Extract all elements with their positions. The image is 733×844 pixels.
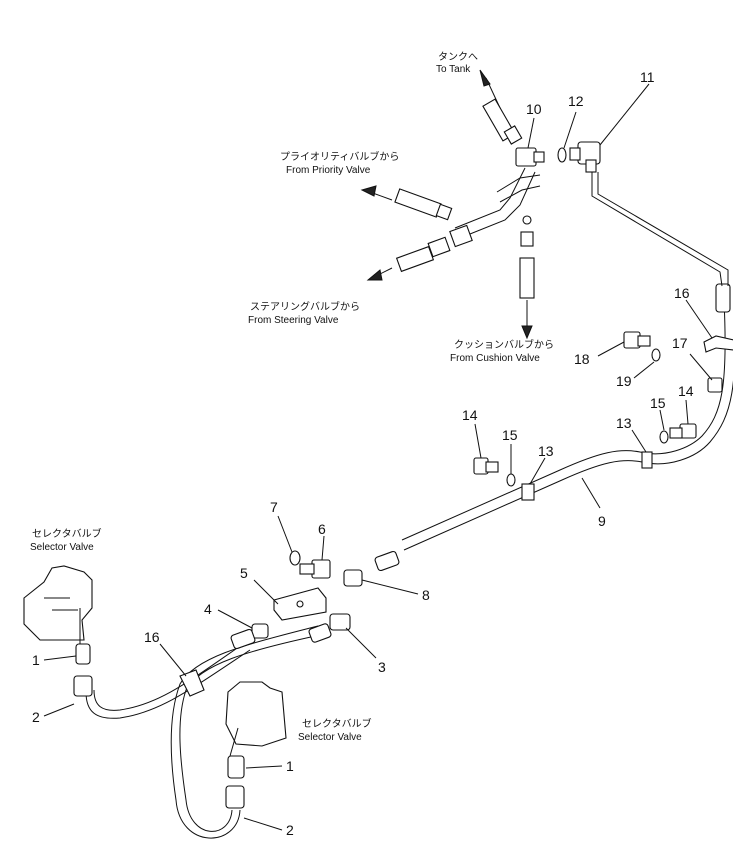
- o-ring-12: [557, 147, 567, 163]
- steering-label-jp: ステアリングバルブから: [250, 300, 360, 313]
- callout-11: 11: [640, 69, 655, 85]
- hose-9-end: [374, 550, 400, 572]
- pipe-11: [591, 172, 723, 287]
- fitting-3: [308, 613, 351, 643]
- callout-17: 17: [672, 335, 688, 351]
- callout-14-middle: 14: [462, 407, 478, 423]
- callout-1-left: 1: [32, 652, 40, 668]
- selector-valve-lower: [225, 681, 287, 747]
- bolt-6: [299, 559, 331, 579]
- selector-lower-label-jp: セレクタバルブ: [302, 717, 372, 730]
- selector-left-label-en: Selector Valve: [30, 542, 94, 553]
- cushion-hose: [519, 215, 535, 299]
- callout-8: 8: [422, 587, 430, 603]
- callout-18: 18: [574, 351, 590, 367]
- callout-3: 3: [378, 659, 386, 675]
- callout-14-right: 14: [678, 383, 694, 399]
- hose-9: [401, 283, 733, 551]
- pipe-top-assembly: [454, 167, 541, 239]
- callout-2-lower: 2: [286, 822, 294, 838]
- bracket-5: [273, 587, 327, 621]
- priority-label-en: From Priority Valve: [286, 165, 371, 176]
- callout-6: 6: [318, 521, 326, 537]
- fitting-4: [230, 623, 269, 650]
- washer-7: [289, 550, 301, 566]
- cushion-label-jp: クッションバルブから: [454, 338, 554, 351]
- callout-16-top: 16: [674, 285, 690, 301]
- callout-5: 5: [240, 565, 248, 581]
- tank-hose: [482, 98, 523, 145]
- to-tank-label-en: To Tank: [436, 64, 471, 75]
- callout-13-right: 13: [616, 415, 632, 431]
- selector-lower-label-en: Selector Valve: [298, 732, 362, 743]
- washer-15-middle: [506, 473, 516, 487]
- priority-label-jp: プライオリティバルブから: [280, 150, 399, 163]
- bolt-18: [623, 331, 651, 349]
- bolt-14-right: [669, 423, 697, 439]
- to-tank-label-jp: タンクへ: [438, 51, 478, 63]
- elbow-11: [569, 141, 601, 173]
- callout-2-left: 2: [32, 709, 40, 725]
- hose-2-lower: [170, 625, 321, 839]
- callout-16-bottom: 16: [144, 629, 160, 645]
- clamp-16-top: [703, 335, 733, 353]
- callout-12: 12: [568, 93, 584, 109]
- callout-10: 10: [526, 101, 542, 117]
- steering-hose: [395, 224, 473, 273]
- tee-fitting-10: [515, 147, 545, 167]
- callout-19: 19: [616, 373, 632, 389]
- bolt-14-middle: [473, 457, 499, 475]
- priority-hose: [394, 188, 453, 221]
- callout-7: 7: [270, 499, 278, 515]
- callout-15-right: 15: [650, 395, 666, 411]
- clamp-16-bottom: [179, 669, 205, 697]
- callout-4: 4: [204, 601, 212, 617]
- washer-19: [651, 348, 661, 362]
- hose-2-left: [85, 641, 251, 719]
- steering-label-en: From Steering Valve: [248, 315, 339, 326]
- callout-1-lower: 1: [286, 758, 294, 774]
- callout-13-middle: 13: [538, 443, 554, 459]
- selector-valve-left: [23, 565, 93, 641]
- leader-lines: [43, 83, 713, 831]
- selector-left-label-jp: セレクタバルブ: [32, 527, 102, 540]
- fitting-1-lower: [225, 755, 245, 809]
- fitting-1-left: [73, 643, 93, 697]
- clamp-13-middle: [521, 483, 535, 501]
- connector-8: [343, 569, 363, 587]
- washer-15-right: [659, 430, 669, 444]
- clamp-17: [707, 377, 723, 393]
- clamp-13-right: [641, 451, 653, 469]
- callout-9: 9: [598, 513, 606, 529]
- flow-arrows: [360, 69, 533, 340]
- cushion-label-en: From Cushion Valve: [450, 353, 540, 364]
- callout-15-middle: 15: [502, 427, 518, 443]
